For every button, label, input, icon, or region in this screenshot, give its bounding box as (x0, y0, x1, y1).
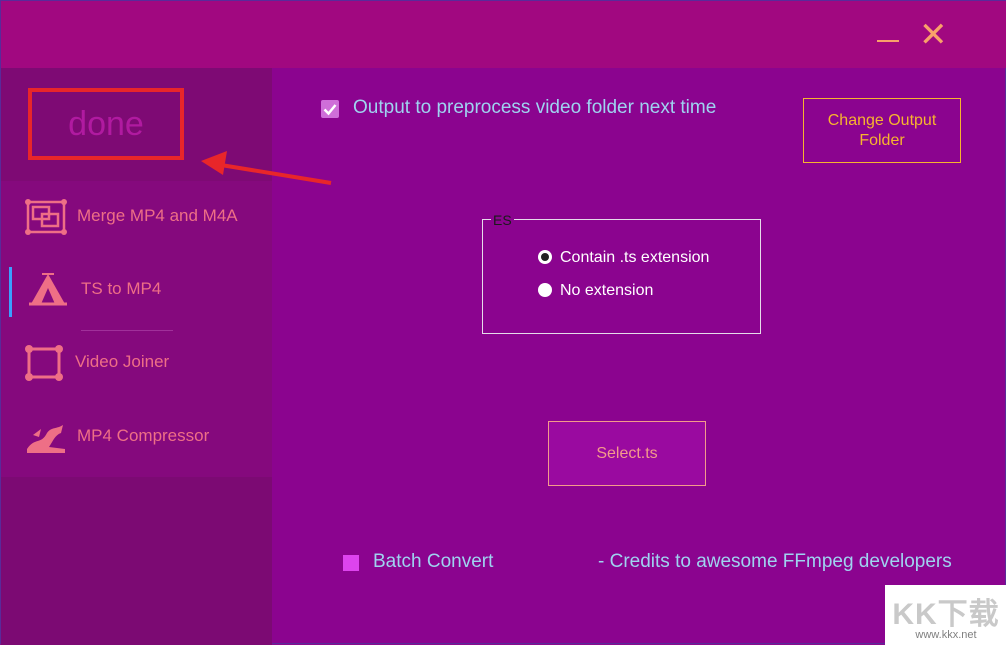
output-folder-checkbox-label[interactable]: Output to preprocess video folder next t… (353, 97, 717, 118)
output-folder-checkbox[interactable] (321, 100, 339, 118)
change-output-label-line2: Folder (859, 131, 905, 149)
sidebar-item-video-joiner[interactable]: Video Joiner (1, 327, 272, 397)
sidebar-divider (81, 330, 173, 331)
close-button[interactable]: ✕ (919, 15, 948, 55)
sidebar-menu: Merge MP4 and M4A TS to MP4 Vide (1, 181, 272, 477)
joiner-icon (25, 345, 63, 381)
change-output-folder-button[interactable]: Change Output Folder (803, 98, 961, 163)
watermark-logo: KK下载 (892, 598, 1000, 631)
batch-convert-checkbox[interactable] (343, 555, 359, 571)
sidebar-item-merge[interactable]: Merge MP4 and M4A (1, 181, 272, 251)
sidebar-item-label: MP4 Compressor (77, 426, 210, 445)
credits-text: - Credits to awesome FFmpeg developers (598, 551, 952, 572)
compressor-icon (27, 425, 65, 453)
tent-icon (29, 273, 67, 306)
title-bar[interactable]: ✕ (1, 1, 1006, 68)
change-output-label-line1: Change Output (827, 111, 937, 129)
radio-no-extension-label[interactable]: No extension (560, 282, 654, 299)
radio-no-extension[interactable] (538, 283, 552, 297)
radio-contain-ts-extension[interactable] (538, 250, 552, 264)
watermark: KK下载 www.kkx.net (885, 585, 1006, 645)
sidebar-item-label: TS to MP4 (81, 279, 162, 298)
close-icon: ✕ (919, 16, 948, 54)
active-indicator (9, 267, 12, 317)
annotation-arrow-icon (201, 151, 332, 185)
sidebar-item-mp4-compressor[interactable]: MP4 Compressor (1, 401, 272, 471)
batch-convert-label[interactable]: Batch Convert (373, 551, 494, 572)
es-groupbox: ES Contain .ts extension No extension (482, 212, 761, 334)
es-group-title: ES (491, 212, 514, 228)
select-ts-button[interactable]: Select.ts (548, 421, 706, 486)
sidebar-item-label: Merge MP4 and M4A (77, 206, 238, 225)
radio-contain-ts-extension-label[interactable]: Contain .ts extension (560, 249, 710, 266)
annotation-done-text: done (68, 105, 144, 143)
minimize-icon (877, 40, 899, 42)
merge-icon (25, 199, 67, 235)
watermark-url: www.kkx.net (915, 629, 977, 641)
select-ts-button-label: Select.ts (596, 444, 658, 462)
sidebar-header: done (1, 68, 272, 181)
checkmark-icon (323, 104, 337, 116)
annotation-highlight-box: done (28, 88, 184, 160)
sidebar-item-ts-to-mp4[interactable]: TS to MP4 (1, 254, 272, 324)
sidebar-item-label: Video Joiner (75, 352, 170, 371)
